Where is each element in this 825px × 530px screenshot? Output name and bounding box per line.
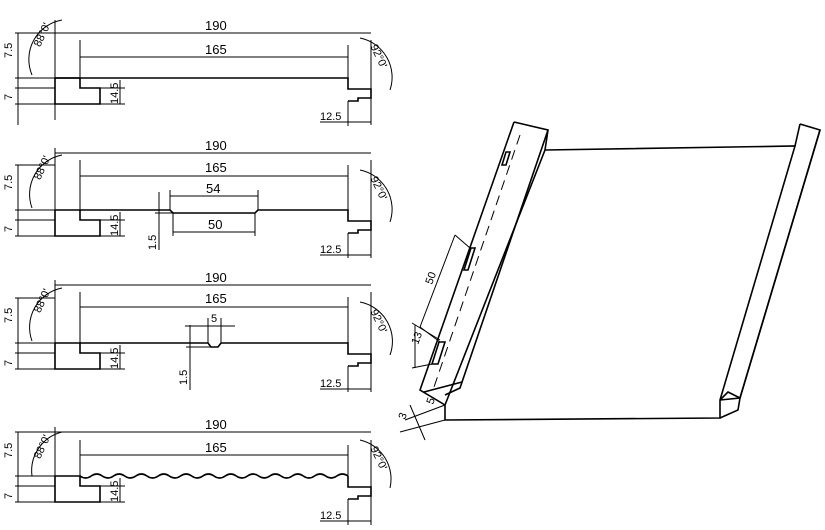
panel-face: [444, 145, 797, 421]
profile-2-center-stiffener: 190 165 88°0' 92°0' 7.5 7 14.5 12.5 54 5…: [3, 138, 393, 258]
profile-2-groove-inner-dim: 50: [208, 217, 222, 232]
profile-2-left-top-dim: 7.5: [3, 175, 15, 190]
profile-4-right-hook-dim: 12.5: [320, 510, 341, 522]
iso-slot-spacing-dim: 50: [424, 270, 439, 286]
profile-2-hook-dim: 14.5: [109, 215, 121, 236]
profile-3-right-hook-dim: 12.5: [320, 378, 341, 390]
slot-3: [430, 341, 447, 365]
slot-1: [500, 151, 512, 166]
profile-4-corrugated-face: [79, 473, 349, 479]
profile-3-left-angle: 88°0': [32, 287, 53, 315]
profile-3-hook-dim: 14.5: [109, 348, 121, 369]
profile-1-flat: 190 165 88°0' 92°0' 7.5 7 14.5 12.5: [3, 18, 393, 126]
isometric-panel-view: 50 13 5 3: [397, 121, 821, 441]
profile-2-left-angle: 88°0': [32, 154, 53, 182]
profile-4-left-top-dim: 7.5: [3, 443, 15, 458]
profile-1-hook-dim: 14.5: [109, 83, 121, 104]
profile-1-overall-dim: 190: [205, 18, 227, 33]
profile-2-inner-dim: 165: [205, 160, 227, 175]
profile-4-left-bottom-dim: 7: [3, 493, 15, 499]
iso-slot-length-dim: 13: [410, 330, 425, 346]
profile-3-groove-width-dim: 5: [211, 313, 217, 325]
iso-edge-offset-dim: 5: [425, 396, 438, 406]
profile-2-left-bottom-dim: 7: [3, 226, 15, 232]
slot-2: [462, 247, 477, 271]
profile-3-center-v-groove: 190 165 88°0' 92°0' 7.5 7 14.5 12.5 5 1.…: [3, 270, 393, 392]
profile-1-inner-dim: 165: [205, 42, 227, 57]
profile-4-corrugated: 190 165 88°0' 92°0' 7.5 7 14.5 12.5: [3, 417, 392, 525]
profile-3-inner-dim: 165: [205, 291, 227, 306]
profile-2-groove-outer-dim: 54: [206, 181, 220, 196]
profile-3-overall-dim: 190: [205, 270, 227, 285]
profile-4-hook-dim: 14.5: [109, 481, 121, 502]
profile-1-left-angle: 88°0': [32, 21, 53, 49]
profile-3-left-top-dim: 7.5: [3, 308, 15, 323]
profile-4-left-angle: 88°0': [32, 433, 53, 461]
profile-4-inner-dim: 165: [205, 440, 227, 455]
profile-2-overall-dim: 190: [205, 138, 227, 153]
profile-4-overall-dim: 190: [205, 417, 227, 432]
iso-slot-width-dim: 3: [397, 411, 410, 421]
profile-3-left-bottom-dim: 7: [3, 360, 15, 366]
profile-2-groove-depth-dim: 1.5: [147, 235, 159, 250]
profile-1-left-bottom-dim: 7: [3, 94, 15, 100]
profile-3-groove-depth-dim: 1.5: [178, 370, 190, 385]
profile-1-right-hook-dim: 12.5: [320, 111, 341, 123]
profile-2-right-hook-dim: 12.5: [320, 244, 341, 256]
profile-1-outline: [54, 77, 372, 105]
profile-1-left-top-dim: 7.5: [3, 43, 15, 58]
